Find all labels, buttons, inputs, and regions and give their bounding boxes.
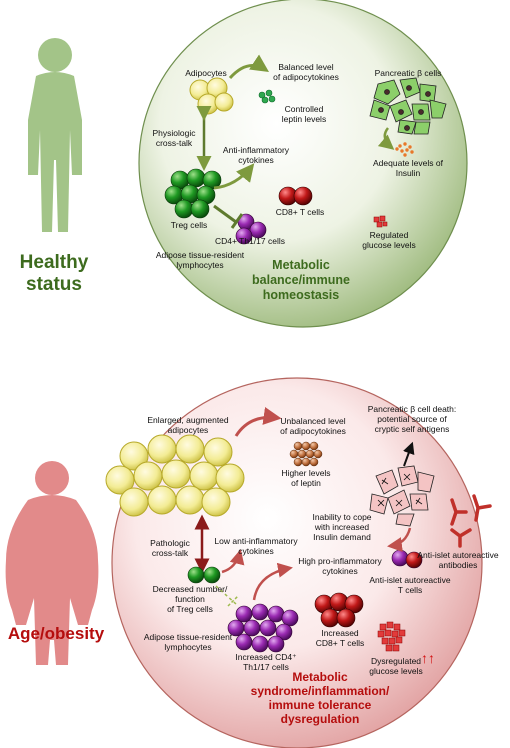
arrow-beta-to-insulin <box>377 127 395 150</box>
cd8-cells-disease <box>314 592 364 628</box>
cd8-cells-healthy <box>278 186 313 206</box>
label-high-pro-inflammatory: High pro-inflammatory cytokines <box>298 556 382 576</box>
label-anti-inflammatory: Anti-inflammatory cytokines <box>222 145 290 165</box>
label-unbalanced-adipocytokines: Unbalanced level of adipocytokines <box>280 416 346 436</box>
arrow-treg-to-low-anti <box>221 549 245 574</box>
healthy-status-label: Healthy status <box>19 252 89 295</box>
label-increased-cd4: Increased CD4⁺ Th1/17 cells <box>235 652 297 672</box>
label-low-anti-inflammatory: Low anti-inflammatory cytokines <box>214 536 298 556</box>
label-physiologic-crosstalk: Physiologic cross-talk <box>152 128 196 148</box>
anti-islet-t-cells <box>391 549 423 569</box>
label-controlled-leptin: Controlled leptin levels <box>281 104 327 124</box>
arrow-treg-to-anti-inflammatory <box>213 163 255 190</box>
enlarged-adipocytes <box>105 434 245 517</box>
disease-person-silhouette <box>5 461 99 665</box>
arrow-beta-to-inability <box>387 527 412 552</box>
label-beta-death: Pancreatic β cell death: potential sourc… <box>367 404 457 434</box>
label-regulated-glucose: Regulated glucose levels <box>362 230 416 250</box>
cd4-cells-healthy <box>235 213 267 245</box>
glucose-cubes-healthy <box>373 215 388 228</box>
beta-death-arrow <box>403 441 415 467</box>
label-cd4-healthy: CD4+ Th1/17 cells <box>214 236 285 246</box>
label-adipose-resident-disease: Adipose tissue-resident lymphocytes <box>143 632 233 652</box>
label-balanced-adipocytokines: Balanced level of adipocytokines <box>273 62 339 82</box>
glucose-up-arrows: ↑↑ <box>421 650 435 666</box>
label-inability-insulin: Inability to cope with increased Insulin… <box>312 512 372 542</box>
healthy-summary: Metabolic balance/immune homeostasis <box>252 258 350 302</box>
healthy-person-silhouette <box>28 38 82 232</box>
leptin-dots-healthy <box>258 89 276 104</box>
label-treg-cells: Treg cells <box>170 220 208 230</box>
label-anti-islet-antibodies: Anti-islet autoreactive antibodies <box>417 550 499 570</box>
treg-inhibits-cd4 <box>213 204 244 229</box>
disease-summary: Metabolic syndrome/inflammation/ immune … <box>250 670 390 726</box>
label-higher-leptin: Higher levels of leptin <box>281 468 331 488</box>
pancreatic-beta-cells-disease <box>369 465 435 527</box>
label-decreased-treg: Decreased number/ function of Treg cells <box>152 584 228 614</box>
treg-cells-healthy <box>164 168 222 219</box>
treg-inhibits-cd4-disease <box>215 585 237 605</box>
anti-islet-antibodies-icon <box>450 494 492 548</box>
treg-cells-disease <box>187 566 221 584</box>
label-adipose-resident-healthy: Adipose tissue-resident lymphocytes <box>155 250 245 270</box>
disease-status-label: Age/obesity <box>7 624 105 643</box>
leptin-dots-disease <box>289 441 323 467</box>
insulin-dots-healthy <box>395 142 414 157</box>
label-adequate-insulin: Adequate levels of Insulin <box>373 158 443 178</box>
label-anti-islet-t-cells: Anti-islet autoreactive T cells <box>369 575 451 595</box>
label-enlarged-adipocytes: Enlarged, augmented adipocytes <box>147 415 229 435</box>
label-pathologic-crosstalk: Pathologic cross-talk <box>150 538 190 558</box>
arrow-cd4-to-high-pro <box>252 562 293 601</box>
label-pancreatic-beta: Pancreatic β cells <box>374 68 442 78</box>
glucose-cubes-disease <box>377 621 406 652</box>
label-dysregulated-glucose: Dysregulated glucose levels <box>369 656 423 676</box>
treg-inhibit-bar-disease <box>227 595 239 607</box>
pancreatic-beta-cells-healthy <box>369 77 447 135</box>
arrow-adipocytes-to-unbalanced <box>234 407 282 437</box>
label-adipocytes: Adipocytes <box>185 68 227 78</box>
cd4-cells-disease <box>227 603 299 653</box>
label-increased-cd8: Increased CD8+ T cells <box>315 628 365 648</box>
label-cd8-healthy: CD8+ T cells <box>275 207 325 217</box>
arrow-adipocytes-to-adipocytokines <box>228 54 269 80</box>
